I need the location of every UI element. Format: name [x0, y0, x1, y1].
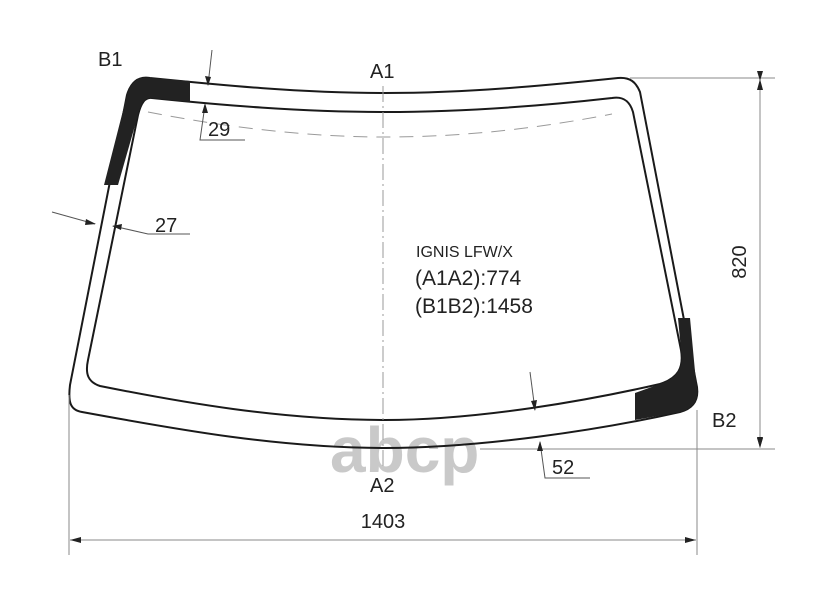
glass-inner-outline — [85, 96, 683, 422]
point-label-a1: A1 — [370, 61, 394, 83]
model-title: IGNIS LFW/X — [416, 244, 513, 261]
b1b2-dimension: (B1B2):1458 — [415, 295, 533, 318]
height-dim-label: 820 — [729, 245, 751, 278]
bottom-band-dim-label: 52 — [552, 457, 574, 479]
ceramic-band-top-left — [104, 77, 190, 185]
point-label-a2: A2 — [370, 475, 394, 497]
point-label-b2: B2 — [712, 410, 736, 432]
top-band-dim-label: 29 — [208, 119, 230, 141]
a1a2-dimension: (A1A2):774 — [415, 267, 522, 290]
point-label-b1: B1 — [98, 49, 122, 71]
ceramic-band-bottom-right — [635, 318, 698, 420]
watermark: abcp — [330, 414, 479, 486]
glass-outer-outline — [68, 76, 699, 450]
dashed-reference-line — [147, 111, 613, 138]
side-band-dim-label: 27 — [155, 215, 177, 237]
width-dim-label: 1403 — [361, 511, 406, 533]
